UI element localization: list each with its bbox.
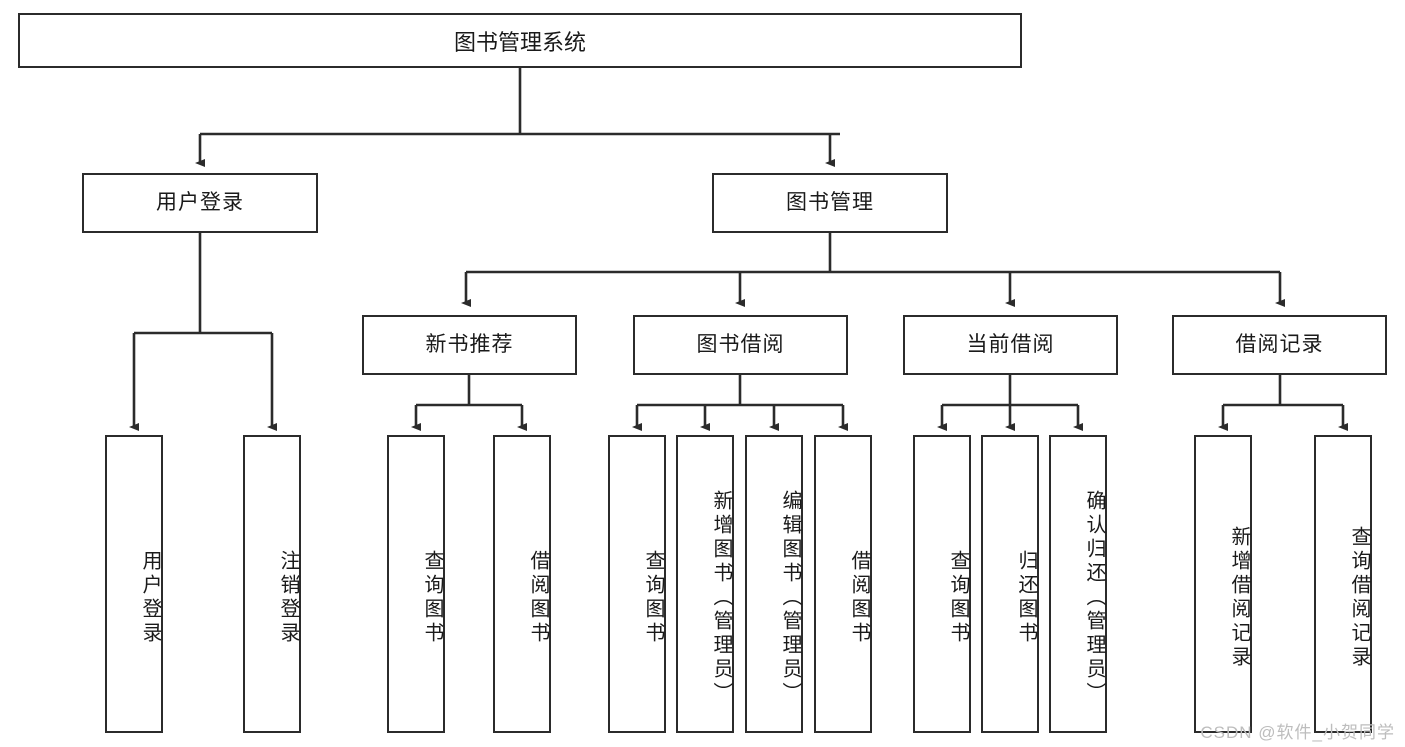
node-leaf-query-book-recommend[interactable]: 查询图书: [387, 435, 445, 733]
node-label: 新增借阅记录: [1228, 526, 1250, 670]
node-user-login[interactable]: 用户登录: [82, 173, 318, 233]
node-leaf-confirm-return-admin[interactable]: 确认归还（管理员）: [1049, 435, 1107, 733]
node-label: 借阅图书: [848, 550, 870, 646]
node-leaf-query-book-borrow[interactable]: 查询图书: [608, 435, 666, 733]
node-leaf-add-book-admin[interactable]: 新增图书（管理员）: [676, 435, 734, 733]
node-label: 查询图书: [421, 550, 443, 646]
node-leaf-return-book[interactable]: 归还图书: [981, 435, 1039, 733]
node-book-borrow[interactable]: 图书借阅: [633, 315, 848, 375]
node-label: 归还图书: [1015, 550, 1037, 646]
node-label: 借阅记录: [1235, 333, 1324, 357]
node-leaf-user-logout[interactable]: 注销登录: [243, 435, 301, 733]
node-label: 当前借阅: [966, 333, 1055, 357]
node-leaf-borrow-book-recommend[interactable]: 借阅图书: [493, 435, 551, 733]
node-leaf-query-book-current[interactable]: 查询图书: [913, 435, 971, 733]
node-label: 查询借阅记录: [1348, 526, 1370, 670]
watermark: CSDN @软件_小贺同学: [1200, 723, 1395, 742]
node-label: 图书借阅: [696, 333, 785, 357]
node-label: 用户登录: [139, 550, 161, 646]
node-leaf-add-borrow-record[interactable]: 新增借阅记录: [1194, 435, 1252, 733]
node-book-manage[interactable]: 图书管理: [712, 173, 948, 233]
node-leaf-edit-book-admin[interactable]: 编辑图书（管理员）: [745, 435, 803, 733]
node-new-book-recommend[interactable]: 新书推荐: [362, 315, 577, 375]
node-label: 图书管理: [786, 191, 874, 215]
node-borrow-record[interactable]: 借阅记录: [1172, 315, 1387, 375]
node-leaf-user-login[interactable]: 用户登录: [105, 435, 163, 733]
node-label: 用户登录: [156, 191, 244, 215]
node-current-borrow[interactable]: 当前借阅: [903, 315, 1118, 375]
node-leaf-query-borrow-record[interactable]: 查询借阅记录: [1314, 435, 1372, 733]
node-label: 确认归还（管理员）: [1083, 490, 1105, 706]
node-label: 编辑图书（管理员）: [779, 490, 801, 706]
node-label: 借阅图书: [527, 550, 549, 646]
node-label: 查询图书: [642, 550, 664, 646]
node-label: 新书推荐: [425, 333, 514, 357]
node-label: 注销登录: [277, 550, 299, 646]
node-label: 图书管理系统: [453, 29, 586, 55]
node-root-book-management-system[interactable]: 图书管理系统: [18, 13, 1022, 68]
node-label: 新增图书（管理员）: [710, 490, 732, 706]
node-label: 查询图书: [947, 550, 969, 646]
node-leaf-borrow-book[interactable]: 借阅图书: [814, 435, 872, 733]
